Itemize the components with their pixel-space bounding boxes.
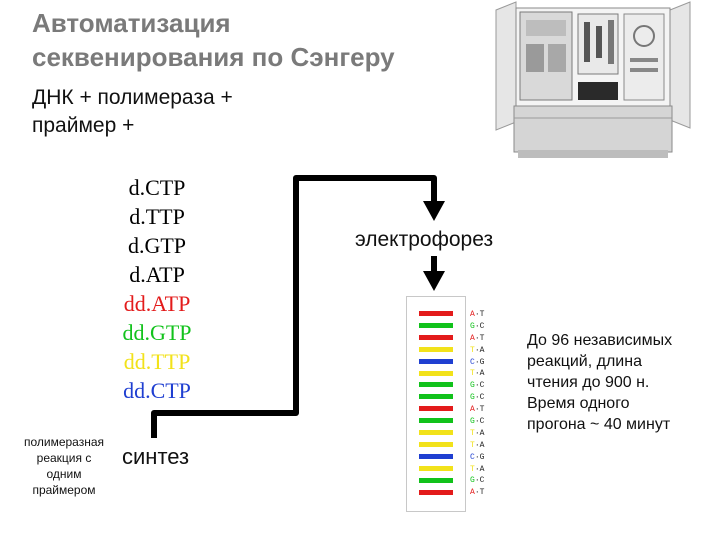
pcr-note-line-4: праймером — [32, 483, 96, 497]
gel-band — [419, 489, 453, 495]
intro-text: ДНК + полимераза + праймер + — [32, 84, 233, 140]
gel-band — [419, 418, 453, 424]
base-pair-label: A·T — [470, 333, 485, 343]
nucleotide-label: dd.TTP — [123, 349, 191, 374]
base-pair-label: G·C — [470, 393, 485, 403]
title-line-1: Автоматизация — [32, 8, 231, 38]
base-pair-label: A·T — [470, 310, 485, 319]
gel-lane — [406, 296, 466, 512]
slide-title: Автоматизация секвенирования по Сэнгеру — [32, 6, 472, 74]
synthesis-label: синтез — [122, 444, 190, 469]
info-line-4: Время одного — [527, 395, 630, 412]
nucleotide-list: d.CTP d.TTP d.GTP d.ATP dd.ATP dd.GTP dd.TTP dd… — [112, 173, 202, 405]
gel-band — [419, 406, 453, 412]
base-pair-label: A·T — [470, 405, 485, 415]
synthesis-to-electrophoresis-arrow — [151, 175, 437, 438]
intro-line-1: ДНК + полимераза + — [32, 86, 233, 109]
base-pair-label: T·A — [470, 428, 485, 438]
sequencer-machine — [495, 1, 691, 158]
pcr-note-line-2: реакция с — [36, 451, 92, 465]
gel-band — [419, 465, 453, 471]
info-line-2: реакций, длина — [527, 353, 642, 370]
gel-band — [419, 358, 453, 364]
nucleotide-label: dd.ATP — [123, 291, 191, 316]
info-line-3: чтения до 900 н. — [527, 374, 650, 391]
intro-line-2: праймер + — [32, 114, 135, 137]
sequencer-image — [495, 1, 691, 158]
base-pair-label: G·C — [470, 381, 485, 391]
gel-band — [419, 322, 453, 328]
info-line-1: До 96 независимых — [527, 332, 673, 349]
base-pair-label: G·C — [470, 321, 485, 331]
gel-band — [419, 346, 453, 352]
base-pair-label: G·C — [470, 417, 485, 427]
base-pair-label: T·A — [470, 369, 485, 379]
electrophoresis-to-gel-arrow — [423, 256, 445, 291]
info-text: До 96 независимых реакций, длина чтения … — [527, 330, 672, 435]
nucleotide-label: d.ATP — [129, 262, 185, 287]
base-pair-label: G·C — [470, 476, 485, 486]
pcr-note: полимеразная реакция с одним праймером — [8, 434, 120, 498]
pcr-note-line-3: одним — [46, 467, 82, 481]
gel-band — [419, 453, 453, 459]
gel-band — [419, 394, 453, 400]
arrow-head-top — [423, 201, 445, 221]
pcr-note-line-1: полимеразная — [23, 435, 105, 449]
base-pair-label: T·A — [470, 464, 485, 474]
base-pair-label: C·G — [470, 452, 485, 462]
gel-band — [419, 430, 453, 435]
title-line-2: секвенирования по Сэнгеру — [32, 42, 395, 72]
base-pair-label: T·A — [470, 440, 485, 450]
base-pair-label: A·T — [470, 488, 485, 498]
nucleotide-label: d.CTP — [128, 175, 186, 200]
electrophoresis-label: электрофорез — [355, 228, 494, 251]
gel-band — [419, 334, 453, 340]
gel-band — [419, 441, 453, 447]
nucleotide-label: dd.GTP — [122, 320, 192, 345]
gel-band — [419, 370, 453, 376]
nucleotide-label: d.GTP — [127, 233, 187, 258]
base-pair-label: T·A — [470, 345, 485, 355]
nucleotide-label: d.TTP — [129, 204, 185, 229]
base-pair-label: C·G — [470, 357, 485, 367]
gel-band — [419, 311, 453, 316]
info-line-5: прогона ~ 40 минут — [527, 416, 671, 433]
nucleotide-label: dd.CTP — [123, 378, 191, 403]
gel-band — [419, 382, 453, 388]
gel-band — [419, 477, 453, 483]
